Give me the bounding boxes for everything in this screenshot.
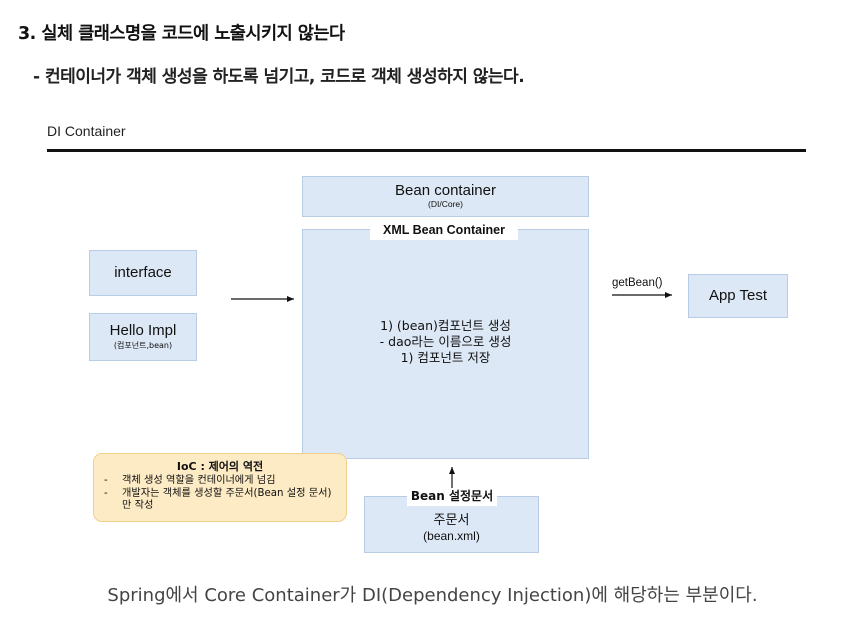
- bean-container-box: Bean container (DI/Core): [302, 176, 589, 217]
- bean-config-title: Bean 설정문서: [407, 487, 497, 506]
- bean-container-title: Bean container: [395, 182, 496, 199]
- bean-config-sublabel: (bean.xml): [423, 529, 480, 543]
- hello-impl-sublabel: (컴포넌트,bean): [113, 341, 173, 350]
- hello-impl-box: Hello Impl (컴포넌트,bean): [89, 313, 197, 361]
- xml-note-line: - dao라는 이름으로 생성: [379, 334, 512, 349]
- ioc-note-title: IoC : 제어의 역전: [176, 460, 264, 473]
- section-divider: [47, 149, 806, 152]
- xml-note-line: 1) (bean)컴포넌트 생성: [380, 318, 511, 333]
- hello-impl-label: Hello Impl: [109, 322, 177, 339]
- get-bean-label: getBean(): [612, 277, 663, 289]
- xml-bean-container-title: XML Bean Container: [370, 221, 518, 240]
- app-test-box: App Test: [688, 274, 788, 318]
- ioc-note-item: 개발자는 객체를 생성할 주문서(Bean 설정 문서)만 작성: [102, 488, 338, 513]
- app-test-label: App Test: [708, 287, 768, 304]
- interface-box: interface: [89, 250, 197, 296]
- bean-config-label: 주문서: [433, 513, 470, 528]
- ioc-note-list: 객체 생성 역할을 컨테이너에게 넘김 개발자는 객체를 생성할 주문서(Bea…: [94, 475, 346, 513]
- ioc-note: IoC : 제어의 역전 객체 생성 역할을 컨테이너에게 넘김 개발자는 객체…: [93, 453, 347, 522]
- xml-container-notes: 1) (bean)컴포넌트 생성 - dao라는 이름으로 생성 1) 컴포넌트…: [302, 318, 589, 366]
- xml-bean-container-box: [302, 229, 589, 459]
- interface-label: interface: [114, 264, 172, 281]
- xml-note-line: 1) 컴포넌트 저장: [400, 350, 491, 365]
- page-heading: 3. 실체 클래스명을 코드에 노출시키지 않는다: [18, 24, 345, 44]
- ioc-note-item: 객체 생성 역할을 컨테이너에게 넘김: [102, 475, 338, 488]
- page-subheading: - 컨테이너가 객체 생성을 하도록 넘기고, 코드로 객체 생성하지 않는다.: [33, 67, 525, 87]
- caption: Spring에서 Core Container가 DI(Dependency I…: [107, 585, 758, 606]
- section-label: DI Container: [47, 123, 126, 139]
- bean-container-subtitle: (DI/Core): [428, 199, 463, 209]
